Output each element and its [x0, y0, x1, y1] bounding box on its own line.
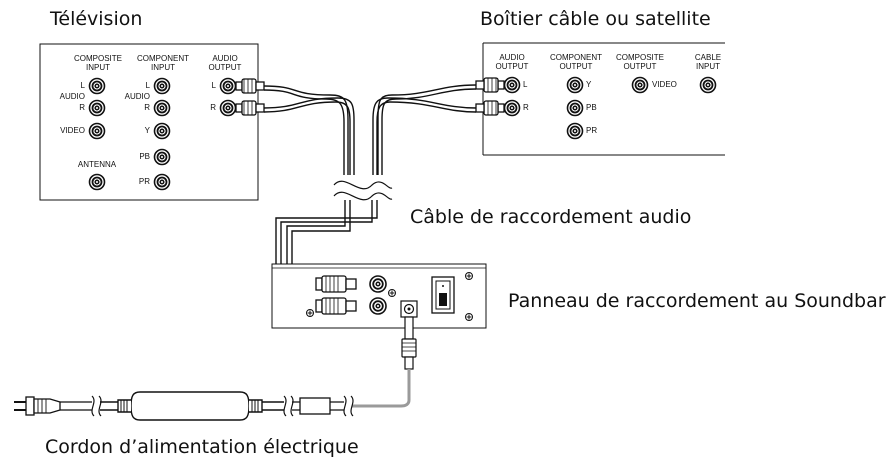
box-component-y-jack: [566, 76, 584, 94]
audio-cable-from-tv: [263, 85, 355, 175]
box-cable-input-jack: [699, 76, 717, 94]
box-audio-r-label: R: [523, 103, 529, 112]
tv-component-pr-jack: [153, 173, 171, 191]
tv-component-pb-jack: [153, 148, 171, 166]
tv-audio-out-r-label: R: [210, 103, 216, 112]
box-audio-l-label: L: [523, 80, 528, 89]
tv-component-r-jack: [153, 99, 171, 117]
box-component-y-label: Y: [586, 80, 592, 89]
box-component-pr-label: PR: [586, 126, 598, 135]
tv-audio-out-r-jack: [219, 99, 237, 117]
box-rca-plug-l: [475, 77, 505, 93]
soundbar-audio-r-jack: [369, 297, 387, 315]
tv-antenna-jack: [88, 173, 106, 191]
box-audio-out-l-jack: [503, 76, 521, 94]
mains-plug: [14, 396, 61, 416]
soundbar-panel-caption: Panneau de raccordement au Soundbar: [508, 290, 886, 312]
soundbar-screws: [306, 272, 473, 321]
tv-component-l-label: L: [145, 81, 150, 90]
dc-plug: [401, 316, 417, 370]
power-cord-strain-relief: [120, 400, 259, 412]
tv-antenna-label: ANTENNA: [77, 160, 117, 169]
tv-component-audio-label: AUDIO: [124, 92, 150, 101]
tv-caption: Télévision: [50, 8, 143, 30]
tv-composite-l-label: L: [80, 81, 85, 90]
power-cord-caption: Cordon d’alimentation électrique: [45, 436, 359, 458]
audio-cable-from-box: [372, 84, 477, 175]
box-audio-out-r-jack: [503, 99, 521, 117]
tv-component-y-label: Y: [144, 126, 150, 135]
tv-composite-r-label: R: [79, 103, 85, 112]
box-composite-output-label: COMPOSITE OUTPUT: [615, 53, 664, 71]
box-rca-plug-r: [475, 100, 505, 116]
cable-break-mark: [333, 180, 393, 201]
tv-composite-video-label: VIDEO: [60, 126, 85, 135]
box-component-pb-label: PB: [586, 103, 597, 112]
tv-composite-video-jack: [88, 122, 106, 140]
audio-cable-caption: Câble de raccordement audio: [410, 206, 692, 228]
box-composite-video-label: VIDEO: [652, 80, 677, 89]
tv-audio-out-l-label: L: [211, 81, 216, 90]
tv-component-input-label: COMPONENT INPUT: [137, 54, 189, 72]
soundbar-rca-plug-l: [315, 275, 357, 293]
tv-component-r-label: R: [144, 103, 150, 112]
box-audio-output-label: AUDIO OUTPUT: [495, 53, 529, 71]
tv-audio-out-l-jack: [219, 77, 237, 95]
power-cord-ferrite: [292, 397, 344, 415]
soundbar-power-switch: [431, 276, 455, 314]
tv-component-pr-label: PR: [138, 177, 150, 186]
tv-composite-audio-label: AUDIO: [59, 92, 85, 101]
power-cord-grey: [352, 369, 411, 408]
soundbar-dc-jack: [400, 300, 418, 318]
box-caption: Boîtier câble ou satellite: [480, 8, 711, 30]
tv-component-y-jack: [153, 122, 171, 140]
tv-composite-l-jack: [88, 77, 106, 95]
tv-composite-r-jack: [88, 99, 106, 117]
power-cord-break-right: [343, 395, 347, 417]
tv-component-pb-label: PB: [139, 152, 150, 161]
tv-rca-plug-l: [235, 78, 265, 94]
soundbar-audio-l-jack: [369, 275, 387, 293]
tv-composite-input-label: COMPOSITE INPUT: [73, 54, 122, 72]
tv-rca-plug-r: [235, 100, 265, 116]
tv-audio-output-label: AUDIO OUTPUT: [208, 54, 242, 72]
box-composite-video-jack: [631, 76, 649, 94]
box-component-pr-jack: [566, 122, 584, 140]
box-cable-input-label: CABLE INPUT: [694, 53, 722, 71]
tv-component-l-jack: [153, 77, 171, 95]
power-adapter: [100, 391, 284, 421]
box-component-output-label: COMPONENT OUTPUT: [550, 53, 602, 71]
box-component-pb-jack: [566, 99, 584, 117]
soundbar-rca-plug-r: [315, 297, 357, 315]
